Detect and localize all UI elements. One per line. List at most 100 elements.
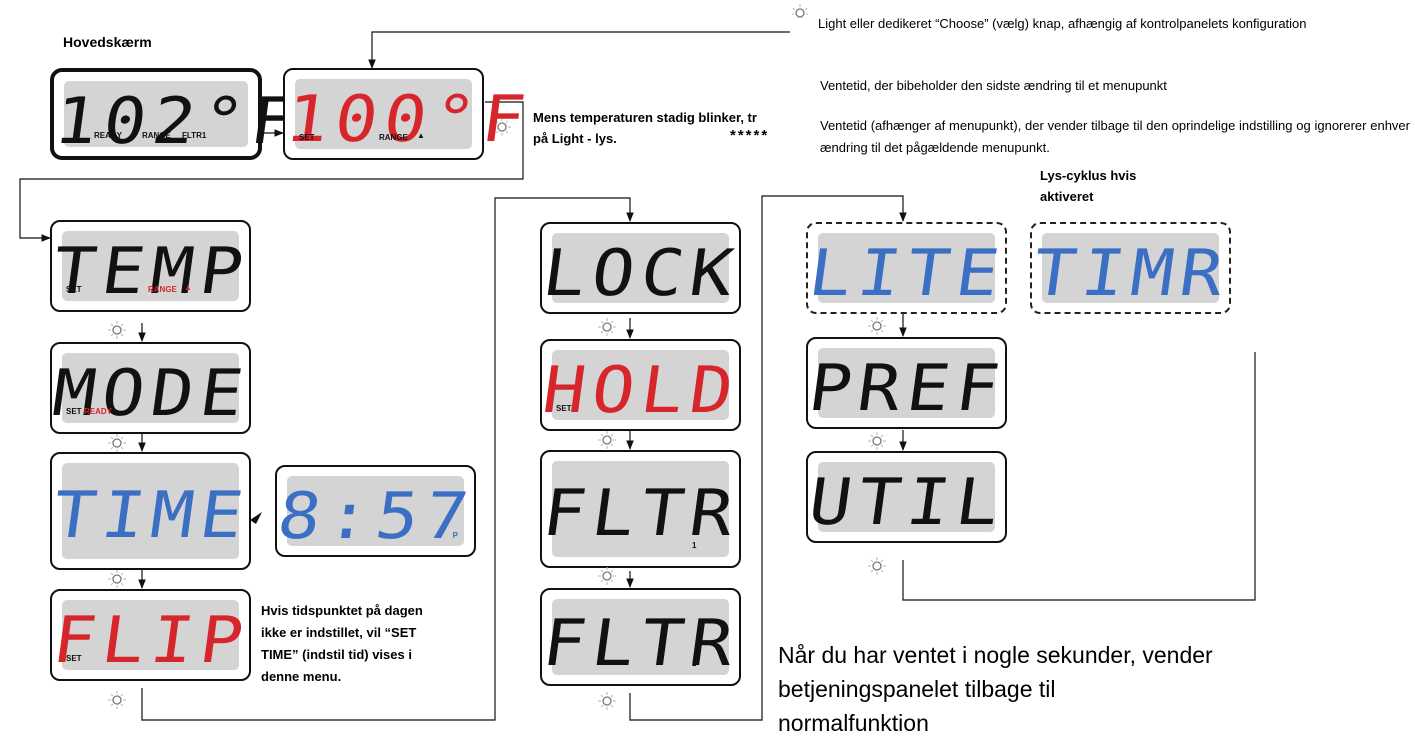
arrow-fltr2-to-lite [629,195,907,721]
lock-panel: LOCK [538,222,744,314]
pref-panel: PREF [804,337,1010,429]
timr-label: TIMR [1028,237,1235,311]
mode-label: MODE [48,357,255,431]
fltr2-display: FLTR 2 [538,599,744,681]
arrow-flip-to-lock [141,197,634,721]
set-tag: SET [556,404,572,413]
flip-display: FLIP SET [48,600,254,678]
main-screen-panel: 102°F READY RANGE FLTR1 [50,68,305,160]
note-return-line3: normalfunktion [778,710,929,736]
fltr1-panel: FLTR 1 [538,450,744,568]
legend-wait-revert: Ventetid (afhænger af menupunkt), der ve… [820,118,1410,155]
note-return-line1: Når du har ventet i nogle sekunder, vend… [778,642,1213,668]
fltr1-label: FLTR [538,477,745,551]
set-temp-panel: 100°F SET RANGE ▲ [281,68,536,160]
arrow-set-temp-to-temp [19,101,524,242]
time-panel: TIME [48,452,254,570]
lite-label: LITE [804,237,1011,311]
range-tag: RANGE [142,131,171,140]
temp-panel: TEMP SET RANGE ▲ [48,220,254,312]
note-light-cycle-line2: aktiveret [1040,189,1094,204]
return-line [902,352,1256,601]
note-time-line3: TIME” (indstil tid) vises i [261,647,412,662]
mode-display: MODE SET READY [48,353,254,431]
timr-panel: TIMR [1028,222,1234,314]
temp-label: TEMP [48,235,255,309]
caret-icon: ▲ [417,131,425,140]
clock-display: 8:57 P [273,476,479,554]
lock-display: LOCK [538,233,744,311]
range-tag: RANGE [379,133,408,142]
fltr1-display: FLTR 1 [538,461,744,557]
note-time-line2: ikke er indstillet, vil “SET [261,625,417,640]
light-button-icon [792,4,808,18]
light-button-icon [108,321,126,339]
mode-panel: MODE SET READY [48,342,254,434]
set-tag: SET [66,285,82,294]
light-button-icon [868,432,886,450]
filter-number-tag: 1 [692,541,697,550]
filter-tag: FLTR1 [182,131,207,140]
note-flashing-temp: Mens temperaturen stadig blinker, tr på … [533,107,757,149]
flip-panel: FLIP SET [48,589,254,681]
set-tag: SET [66,407,82,416]
hold-display: HOLD SET [538,350,744,428]
main-temp-reading: 102°F [49,85,305,159]
clock-panel: 8:57 P [273,465,479,557]
light-button-icon [598,318,616,336]
note-light-cycle-line1: Lys-cyklus hvis [1040,168,1137,183]
note-time-line1: Hvis tidspunktet på dagen [261,603,423,618]
pm-tag: P [452,531,458,540]
light-button-icon [108,434,126,452]
set-temp-reading: 100°F [281,83,537,157]
time-label: TIME [48,479,255,553]
light-button-icon [598,431,616,449]
main-screen-display: 102°F READY RANGE FLTR1 [50,81,305,159]
pref-label: PREF [804,352,1011,426]
flip-label: FLIP [48,604,255,678]
caret-icon: ▲ [184,283,192,292]
util-label: UTIL [804,466,1011,540]
fltr2-panel: FLTR 2 [538,588,744,686]
pref-display: PREF [804,348,1010,426]
arrow-legend-to-set-temp [368,31,790,69]
light-button-icon [493,118,511,136]
lite-panel: LITE [804,222,1010,314]
hold-panel: HOLD SET [538,339,744,431]
set-temp-display: 100°F SET RANGE ▲ [281,79,536,157]
time-display: TIME [48,463,254,559]
set-tag: SET [66,654,82,663]
temp-display: TEMP SET RANGE ▲ [48,231,254,309]
light-button-icon [868,317,886,335]
note-light-cycle: Lys-cyklus hvis aktiveret [1040,165,1136,207]
light-button-icon [108,570,126,588]
set-tag: SET [299,133,315,142]
ready-tag: READY [94,131,123,140]
legend-light-button: Light eller dedikeret “Choose” (vælg) kn… [818,16,1307,31]
util-panel: UTIL [804,451,1010,543]
lock-label: LOCK [538,237,745,311]
range-tag: RANGE [148,285,177,294]
pointer-triangle [250,512,262,524]
filter-number-tag: 2 [692,659,697,668]
note-return-normal: Når du har ventet i nogle sekunder, vend… [778,638,1213,740]
legend-wait-keep: Ventetid, der bibeholder den sidste ændr… [820,78,1167,93]
clock-reading: 8:57 [273,480,480,554]
note-flashing-line1: Mens temperaturen stadig blinker, tr [533,110,757,125]
util-display: UTIL [804,462,1010,540]
stars: ***** [730,127,770,144]
note-time-not-set: Hvis tidspunktet på dagen ikke er indsti… [261,600,486,688]
lite-display: LITE [804,233,1010,311]
page-title: Hovedskærm [63,34,152,50]
note-flashing-line2: på Light - lys. [533,131,617,146]
fltr2-label: FLTR [538,607,745,681]
light-button-icon [598,567,616,585]
light-button-icon [598,692,616,710]
timr-display: TIMR [1028,233,1234,311]
note-return-line2: betjeningspanelet tilbage til [778,676,1056,702]
light-button-icon [868,557,886,575]
note-time-line4: denne menu. [261,669,342,684]
light-button-icon [108,691,126,709]
ready-tag: READY [84,407,113,416]
